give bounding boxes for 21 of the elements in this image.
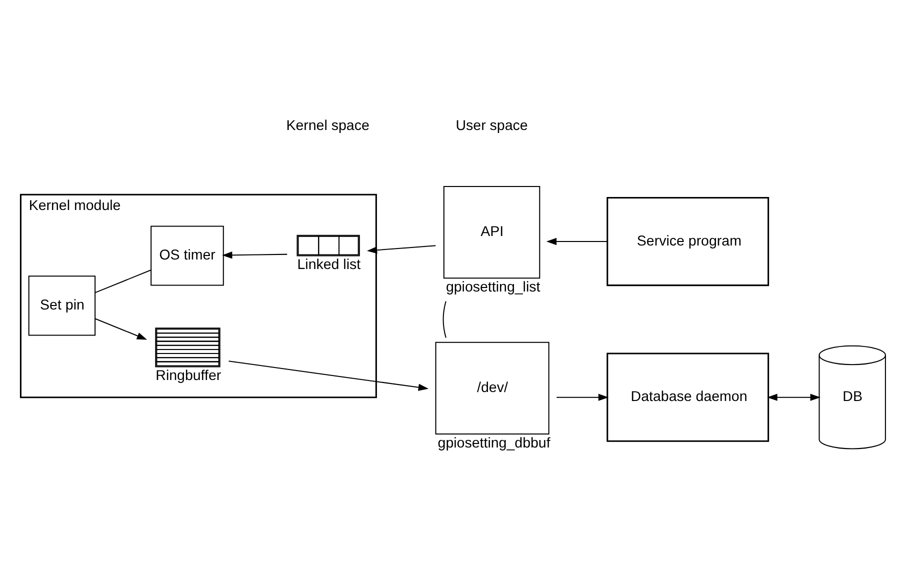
connector [95, 270, 152, 294]
connector [442, 301, 446, 338]
arrow [95, 318, 148, 340]
arrow [546, 238, 608, 246]
label: User space [456, 118, 528, 134]
arrow [228, 360, 429, 391]
node-box: Set pin [28, 276, 96, 336]
node-box: Service program [606, 196, 770, 286]
node-label: gpiosetting_list [446, 280, 540, 296]
node-box: API [443, 186, 540, 279]
node-label: gpiosetting_dbbuf [438, 435, 550, 452]
node-label: Ringbuffer [156, 368, 222, 384]
node-label: Linked list [297, 257, 361, 274]
node-box: Database daemon [606, 352, 770, 442]
arrow [366, 245, 436, 254]
arrow [767, 394, 820, 401]
node-box: /dev/ [435, 342, 550, 435]
node-box: OS timer [150, 226, 224, 286]
arrow [556, 394, 609, 401]
arrow [222, 252, 288, 259]
label: Kernel space [286, 118, 370, 134]
